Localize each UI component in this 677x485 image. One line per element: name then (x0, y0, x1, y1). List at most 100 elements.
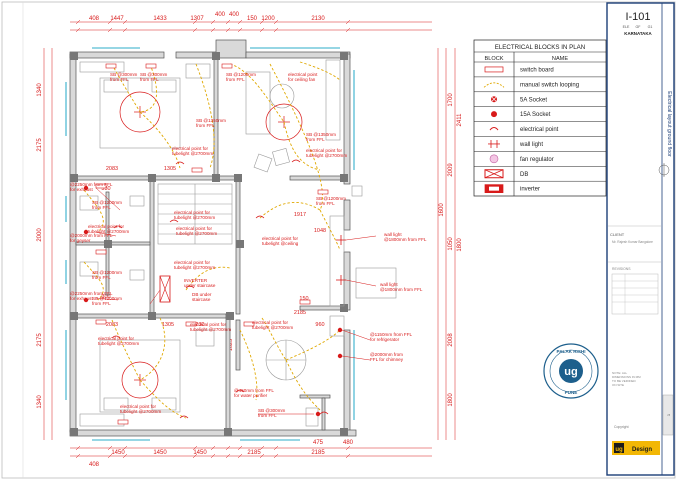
dim-top-2: 1447 (110, 16, 124, 22)
loop-14 (139, 317, 166, 381)
dim-tick (273, 445, 279, 451)
legend-name-socket-5a: 5A Socket (520, 97, 547, 103)
bed-upper-left (99, 77, 181, 149)
legend-name-manual-switch-looping: manual switch looping (520, 82, 579, 88)
dim-tick (210, 453, 216, 459)
dim-inner-3: 330 (101, 186, 110, 192)
legend-symbol-socket-5a-icon (491, 96, 497, 103)
wall-north-1 (69, 51, 165, 59)
dim-tick (122, 453, 128, 459)
leader-line-3 (95, 297, 119, 301)
tube-point-1 (175, 161, 185, 165)
dim-inner-1: 2083 (106, 166, 118, 172)
dim-inner-6: 1048 (314, 228, 326, 234)
dim-right-7: 2008 (448, 333, 454, 347)
leader-line-1 (95, 187, 121, 211)
ceiling-fans (119, 91, 303, 399)
kitchen-counter-2 (355, 267, 397, 299)
legend-name-db: DB (520, 172, 528, 178)
column-5 (148, 174, 156, 182)
dim-right-1: 1700 (448, 93, 454, 107)
legend-name-wall-light: wall light (519, 142, 543, 148)
legend-col-block: BLOCK (485, 56, 504, 62)
ceiling-fan-2 (121, 361, 159, 399)
dim-tick (237, 19, 243, 25)
column-6 (212, 174, 220, 182)
column-13 (70, 428, 78, 436)
dim-tick (210, 27, 216, 33)
dim-tick (192, 27, 198, 33)
wall-east-2 (343, 199, 351, 231)
entrance-step (351, 185, 363, 197)
dim-bottom-1: 408 (89, 462, 100, 468)
loop-18 (285, 359, 321, 411)
wall-inner-h3 (289, 175, 345, 181)
pillow-1 (103, 79, 129, 93)
drawing-code: I-101 (625, 11, 650, 23)
client-label: CLIENT (610, 232, 625, 237)
staircase (157, 183, 233, 245)
switch-board-3 (221, 63, 233, 69)
dim-tick (122, 445, 128, 451)
tube-point-8 (113, 225, 123, 229)
dim-inner-12: 150 (299, 296, 308, 302)
wall-inner-v1 (149, 179, 155, 315)
note-line-1: NOTE: ALL (612, 371, 628, 375)
legend-symbol-inverter-icon (484, 184, 504, 193)
legend-name-socket-15a: 15A Socket (520, 112, 551, 118)
dim-tick (225, 445, 231, 451)
dim-tick (259, 27, 265, 33)
dim-tick (273, 453, 279, 459)
dim-right-3: 2009 (448, 163, 454, 177)
dim-tick (345, 27, 351, 33)
copyright-label: Copyright (614, 425, 629, 429)
legend-symbol-socket-15a-icon (491, 111, 497, 118)
column-14 (224, 428, 232, 436)
switch-board-6 (95, 249, 107, 255)
dim-inner-4: 300 (101, 294, 110, 300)
loop-10 (259, 202, 321, 219)
dim-tick (192, 453, 198, 459)
dim-left-5: 1340 (37, 395, 43, 409)
column-16 (104, 240, 112, 248)
dim-top-8: 1200 (261, 16, 275, 22)
column-10 (148, 312, 156, 320)
switch-boards (95, 63, 329, 425)
column-4 (70, 174, 78, 182)
dim-tick (345, 453, 351, 459)
dim-top-6: 400 (229, 12, 240, 18)
wardrobe-lower-left (79, 413, 125, 427)
dim-top-3: 1433 (153, 16, 167, 22)
dim-right-6: 1800 (457, 238, 463, 252)
window-glazing (65, 47, 355, 441)
column-2 (212, 52, 220, 60)
switch-board-4 (191, 167, 203, 173)
legend-name-switch-board: switch board (520, 67, 554, 73)
seal-monogram: ug (564, 366, 577, 378)
dim-inner-5: 1917 (294, 212, 306, 218)
dimension-ticks (75, 19, 351, 459)
socket-15a-1 (83, 185, 89, 191)
socket-15a-4 (337, 327, 343, 333)
dim-tick (75, 453, 81, 459)
right-dimensions: 1700 2411 2009 1600 1050 1800 2008 1800 (439, 93, 463, 407)
legend-symbol-manual-switch-looping-icon (483, 82, 505, 88)
wall-north-3 (245, 51, 351, 59)
leader-line-2 (95, 231, 117, 237)
dim-bottom-6: 2185 (311, 450, 325, 456)
ceiling-fan-1 (119, 91, 161, 133)
dim-left-1: 1340 (37, 83, 43, 97)
legend-symbol-electrical-point-icon (489, 127, 499, 131)
bed-lower-left (99, 339, 181, 413)
switch-board-5 (95, 183, 107, 189)
tube-point-6 (179, 415, 189, 419)
dim-tick (259, 445, 265, 451)
kitchen-counter (329, 215, 345, 307)
dim-left-3: 2000 (37, 228, 43, 242)
column-7 (234, 174, 242, 182)
